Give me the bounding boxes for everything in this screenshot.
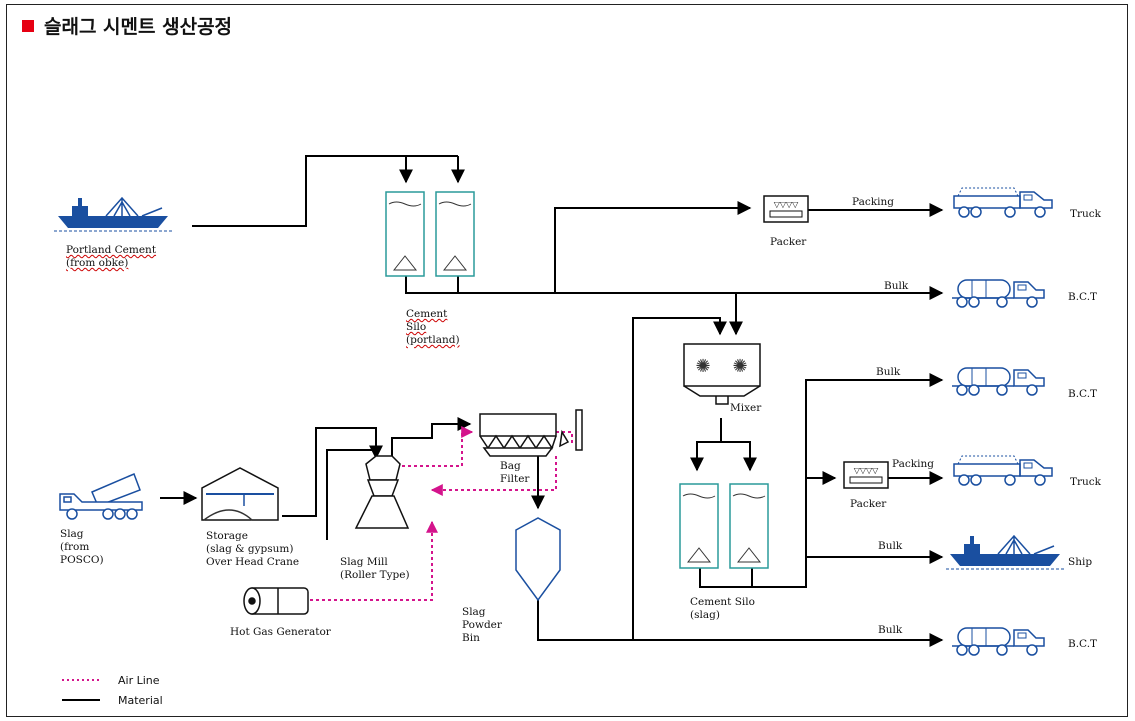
svg-text:✺: ✺: [695, 356, 710, 377]
bulk-ship-label: Bulk: [878, 540, 903, 552]
bulk-bottom-label: Bulk: [878, 624, 903, 636]
cement-silo-portland-label: Cement Silo (portland): [406, 308, 460, 346]
legend-air-line-label: Air Line: [118, 673, 160, 687]
packing-mid-label: Packing: [892, 458, 934, 470]
portland-cement-label: Portland Cement (from obke): [66, 244, 157, 269]
ship-icon: [945, 535, 1067, 570]
bct-bottom-icon: [951, 627, 1045, 656]
svg-text:✺: ✺: [732, 356, 747, 377]
legend-material-label: Material: [118, 693, 163, 707]
packing-top-label: Packing: [852, 196, 894, 208]
cement-silo-portland-left: [385, 191, 425, 277]
packer-mid-icon: [843, 461, 889, 489]
mixer-label: Mixer: [730, 402, 762, 414]
air-line-swatch: [62, 679, 100, 681]
title-bar: 슬래그 시멘트 생산공정: [22, 12, 232, 39]
slag-powder-bin-label: Slag Powder Bin: [462, 606, 502, 644]
truck-top-icon: [953, 187, 1053, 218]
bct-top-label: B.C.T: [1068, 291, 1098, 303]
bulk-top-label: Bulk: [884, 280, 909, 292]
slag-mill-icon: [354, 455, 410, 529]
packer-top-label: Packer: [770, 236, 807, 248]
cement-silo-slag-right: [729, 483, 769, 569]
cement-silo-slag-label: Cement Silo (slag): [690, 596, 755, 621]
title-marker: [22, 19, 34, 32]
bct-top-icon: [951, 279, 1045, 308]
cement-silo-slag-left: [679, 483, 719, 569]
diagram-frame: [6, 4, 1128, 717]
storage-label: Storage (slag & gypsum) Over Head Crane: [206, 530, 300, 568]
air-lines: [310, 426, 573, 601]
bct-mid-label: B.C.T: [1068, 388, 1098, 400]
legend-air-line: Air Line: [62, 670, 163, 690]
mixer-icon: ✺ ✺: [683, 343, 761, 405]
hot-gas-generator-label: Hot Gas Generator: [230, 626, 331, 638]
cement-silo-portland-right: [435, 191, 475, 277]
bulk-mid-label: Bulk: [876, 366, 901, 378]
bct-bottom-label: B.C.T: [1068, 638, 1098, 650]
truck-mid-label: Truck: [1070, 476, 1102, 488]
page-title: 슬래그 시멘트 생산공정: [44, 16, 233, 38]
slag-dump-truck-icon: [59, 473, 143, 520]
bct-mid-icon: [951, 367, 1045, 396]
legend: Air Line Material: [62, 670, 163, 710]
truck-top-label: Truck: [1070, 208, 1102, 220]
storage-shed-icon: [201, 467, 279, 521]
slag-label: Slag (from POSCO): [60, 528, 104, 566]
truck-mid-icon: [953, 455, 1053, 486]
material-swatch: [62, 699, 100, 701]
slag-mill-label: Slag Mill (Roller Type): [340, 556, 410, 581]
material-lines: [160, 155, 944, 647]
bag-filter-icon: [479, 409, 583, 457]
portland-cement-ship-icon: [53, 197, 175, 232]
slag-powder-bin-icon: [515, 517, 561, 602]
packer-top-icon: [763, 195, 809, 223]
packer-mid-label: Packer: [850, 498, 887, 510]
ship-label: Ship: [1068, 556, 1093, 568]
hot-gas-generator-icon: [243, 587, 309, 615]
bag-filter-label: Bag Filter: [500, 460, 530, 485]
legend-material: Material: [62, 690, 163, 710]
